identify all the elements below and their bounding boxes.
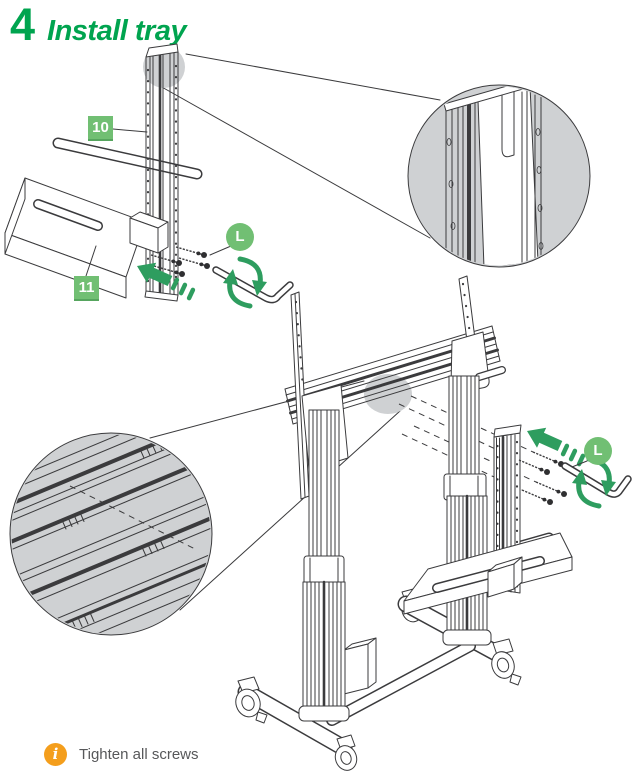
screw — [518, 459, 550, 475]
detail-circle-top — [407, 84, 591, 268]
slot-hatch-marks — [61, 441, 165, 630]
tool-leader-line — [571, 460, 588, 468]
screw — [535, 481, 567, 497]
screw — [175, 246, 207, 258]
screw — [521, 489, 553, 505]
tray-mount-bracket — [129, 211, 169, 254]
footer-note: i Tighten all screws — [44, 743, 199, 766]
info-icon: i — [44, 743, 67, 766]
screw — [153, 265, 185, 277]
part-label-10: 10 — [88, 116, 113, 141]
screws-upper — [150, 246, 210, 277]
part-label-11: 11 — [74, 276, 99, 301]
rotate-arrow-icon — [223, 256, 267, 309]
tray-subassembly-diagram — [4, 43, 294, 309]
screws-lower — [518, 451, 567, 505]
insert-direction-arrow-icon — [137, 262, 196, 301]
power-box — [343, 637, 377, 695]
tool-label-l-upper: L — [226, 223, 254, 251]
screw — [532, 451, 564, 467]
caster-rear-left — [334, 734, 358, 771]
installed-tray-clamp — [487, 556, 523, 598]
hex-key-icon — [212, 266, 294, 304]
detail-connector-lines-top — [159, 53, 441, 239]
column-top-closeup — [443, 86, 544, 266]
caster-front-right — [491, 638, 522, 686]
screw — [178, 257, 210, 269]
step-header: 4 Install tray — [10, 0, 187, 50]
installed-tray-assembly — [403, 424, 573, 615]
detail-circle-bottom — [9, 432, 213, 636]
cart-diagram — [235, 275, 632, 771]
callout-leader-lines — [85, 128, 232, 277]
note-text: Tighten all screws — [79, 746, 199, 763]
crossbar-highlight — [364, 374, 412, 414]
left-lower-column — [298, 580, 350, 722]
insert-direction-arrow-icon — [527, 427, 586, 467]
screw — [150, 254, 182, 266]
tray-rear-bar — [52, 137, 203, 180]
right-upper-column — [448, 375, 480, 481]
tool-label-l-lower: L — [584, 437, 612, 465]
step-number: 4 — [10, 0, 36, 50]
page-title: Install tray — [47, 15, 187, 47]
caster-front-left — [235, 676, 268, 724]
left-upper-column — [308, 409, 340, 563]
